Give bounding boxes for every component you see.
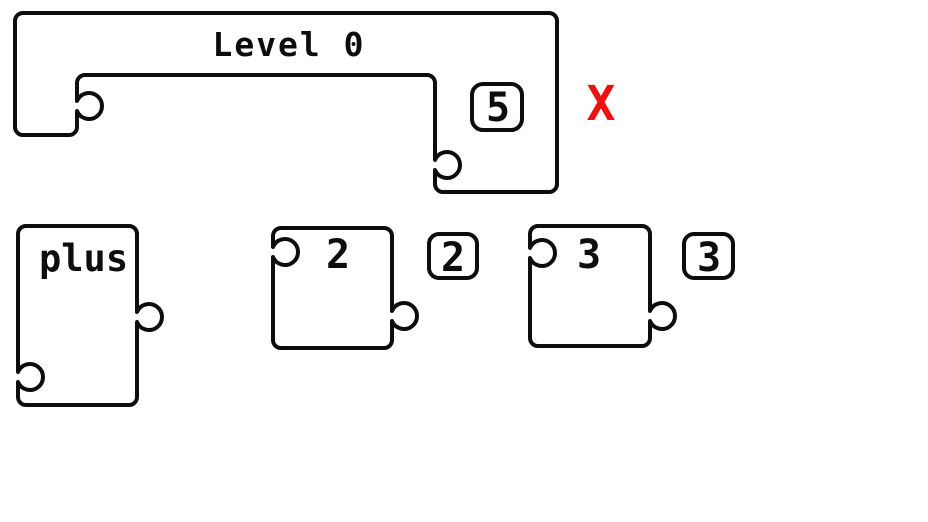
three-piece-group: 3 3 xyxy=(528,224,735,348)
plus-piece-group: plus xyxy=(16,224,164,407)
goal-piece-group: Level 0 5 X xyxy=(13,11,616,194)
goal-result-value: 5 xyxy=(486,85,510,131)
goal-result-badge xyxy=(470,82,524,132)
piece-2-label: 2 xyxy=(326,232,350,278)
piece-3-value-badge xyxy=(682,232,735,280)
piece-3-value: 3 xyxy=(697,235,721,281)
piece-plus[interactable] xyxy=(16,224,164,407)
piece-plus-label: plus xyxy=(39,237,128,280)
two-piece-group: 2 2 xyxy=(271,226,479,350)
goal-piece-label: Level 0 xyxy=(212,25,365,64)
piece-2[interactable] xyxy=(271,226,419,350)
piece-3-label: 3 xyxy=(577,232,601,278)
piece-2-value: 2 xyxy=(441,235,465,281)
goal-piece-level-0[interactable] xyxy=(13,11,559,194)
incorrect-status-mark: X xyxy=(587,76,616,132)
piece-2-value-badge xyxy=(427,232,479,280)
piece-3[interactable] xyxy=(528,224,677,348)
